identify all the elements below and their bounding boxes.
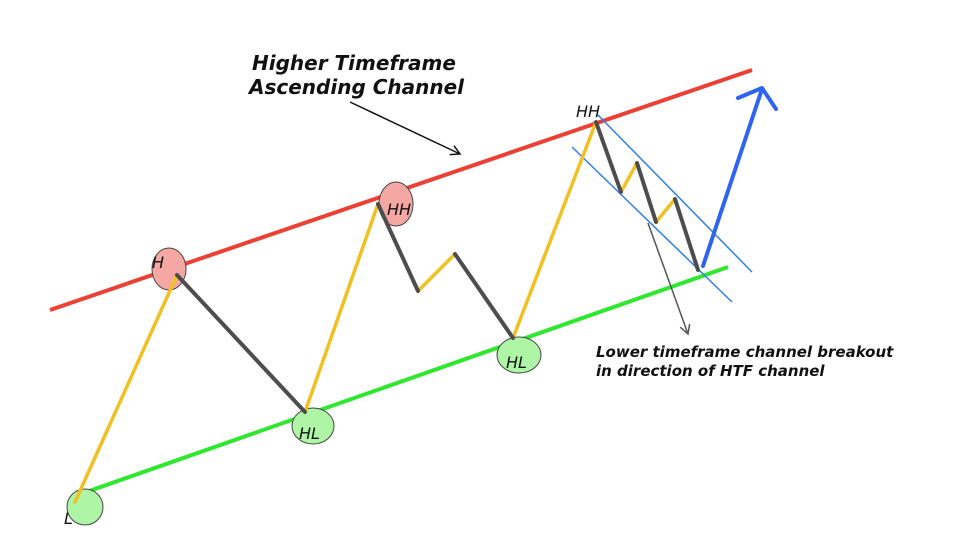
down-legs [175,120,700,414]
diagram-title-line-2: Ascending Channel [247,75,465,99]
up-legs [73,120,677,504]
up-leg [511,120,598,340]
low-label: L [64,509,73,528]
higher-low-marker-1 [291,407,335,445]
down-leg [453,252,515,340]
breakout-annotation-line-1: Lower timeframe channel breakout [596,343,894,361]
annotation-pointer-arrow [647,222,691,336]
high-label: H [152,253,164,272]
higher-high-label-2: HH [576,102,600,121]
breakout-annotation-line-2: in direction of HTF channel [596,362,825,380]
down-leg [376,202,420,293]
down-leg [175,273,307,414]
ltf-channel-upper-line [597,114,753,273]
higher-high-label-1: HH [387,200,411,219]
breakout-arrow [701,86,778,268]
support-line [71,265,729,499]
down-leg [673,197,700,272]
down-leg [594,120,623,194]
up-leg [619,161,639,194]
higher-low-marker-2 [496,336,542,374]
title-pointer-arrow [349,101,462,156]
diagram-title-line-1: Higher Timeframe [252,51,456,75]
higher-low-label-1: HL [299,424,320,443]
higher-low-label-2: HL [506,353,527,372]
down-leg [635,161,658,224]
up-leg [416,252,457,293]
up-leg [303,202,380,414]
ltf-channel-lower-line [571,146,733,303]
up-leg [73,273,179,504]
up-leg [654,197,677,224]
